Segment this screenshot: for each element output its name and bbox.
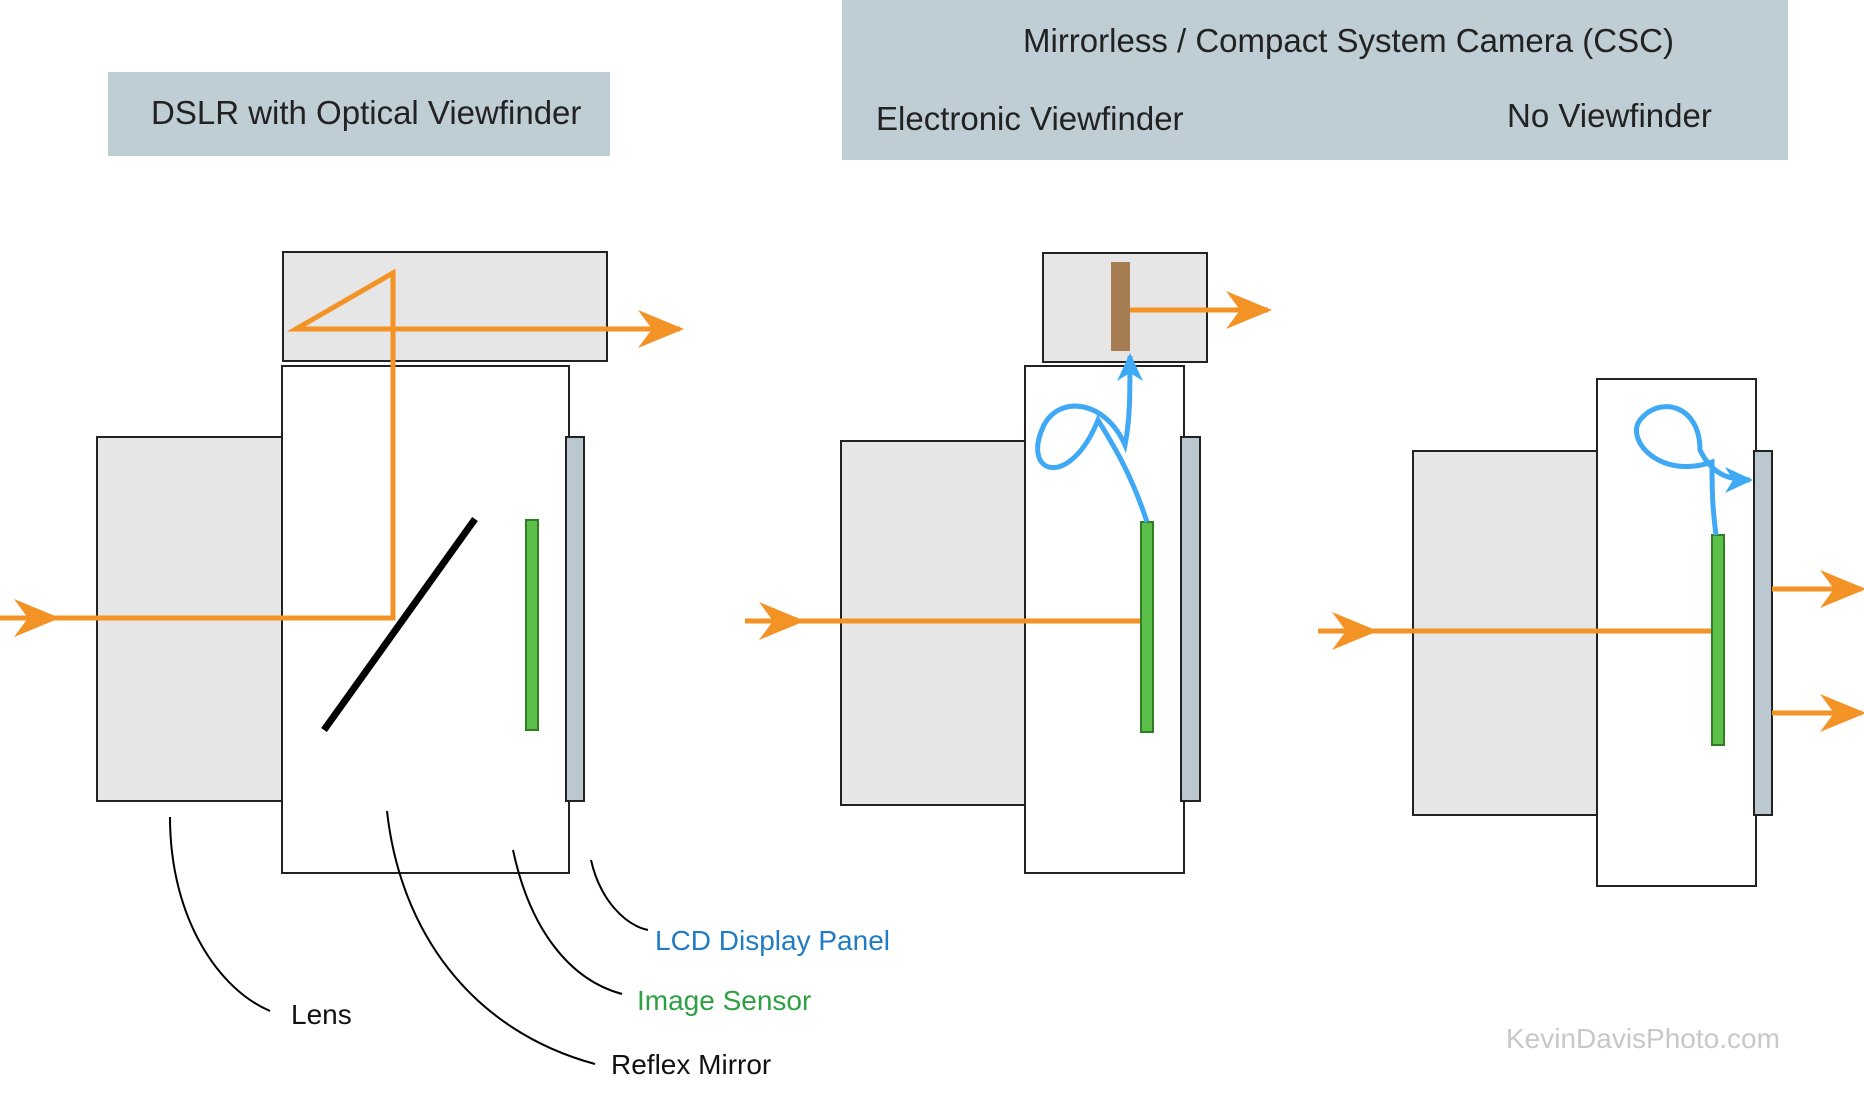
evf-entry-arrow	[759, 602, 805, 640]
no-viewfinder-subheader: No Viewfinder	[1507, 97, 1712, 134]
dslr-light-path	[0, 268, 684, 621]
mirrorless-header-title: Mirrorless / Compact System Camera (CSC)	[1023, 22, 1674, 59]
mirrorless-header-box	[842, 0, 1788, 160]
nvf-signal-path	[1634, 404, 1753, 536]
nvf-lcd-panel	[1753, 450, 1773, 816]
evf-image-sensor	[1140, 521, 1154, 733]
dslr-header-title: DSLR with Optical Viewfinder	[151, 94, 582, 131]
dslr-image-sensor	[525, 519, 539, 731]
image-sensor-label: Image Sensor	[637, 985, 812, 1016]
evf-camera	[745, 252, 1272, 874]
lcd-display-panel-label: LCD Display Panel	[655, 925, 890, 956]
dslr-reflex-mirror	[321, 516, 478, 733]
lens-leader-line	[169, 816, 271, 1012]
lens-label: Lens	[291, 999, 352, 1030]
nvf-image-sensor	[1711, 534, 1725, 746]
sensor-leader-line	[512, 849, 623, 995]
lcd-leader-line	[590, 859, 649, 931]
watermark-text: KevinDavisPhoto.com	[1506, 1023, 1780, 1054]
dslr-lcd-panel	[565, 436, 585, 802]
reflex-mirror-label: Reflex Mirror	[611, 1049, 772, 1080]
evf-signal-path	[1035, 353, 1150, 523]
dslr-header-box	[108, 72, 610, 156]
no-viewfinder-camera	[1318, 378, 1864, 887]
dslr-camera	[0, 251, 684, 874]
evf-subheader: Electronic Viewfinder	[876, 100, 1184, 137]
dslr-entry-arrow	[14, 599, 60, 637]
nvf-entry-arrow	[1332, 612, 1378, 650]
evf-display	[1111, 262, 1130, 351]
evf-lcd-panel	[1180, 436, 1201, 802]
mirror-leader-line	[386, 810, 596, 1065]
